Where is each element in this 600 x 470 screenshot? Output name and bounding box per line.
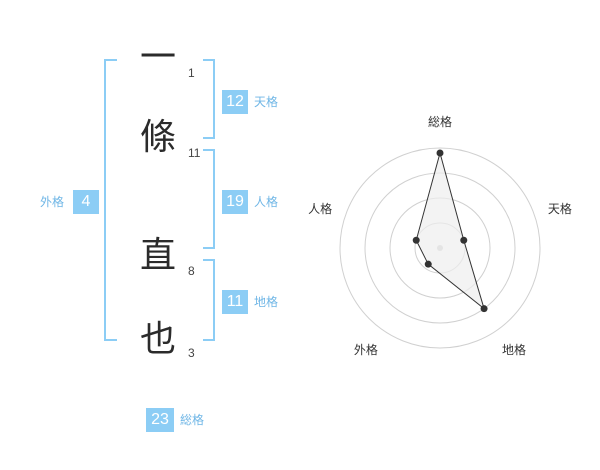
radar-ring [339, 147, 541, 349]
radar-axis-label: 人格 [308, 201, 332, 216]
soukaku-value: 23 [146, 408, 174, 432]
jinkaku-bracket [203, 149, 215, 249]
soukaku-label: 総格 [180, 413, 205, 427]
chikaku-label: 地格 [254, 295, 279, 309]
name-char-2: 條 [139, 117, 176, 158]
radar-axis-label: 総格 [428, 114, 452, 129]
stroke-count-2: 11 [188, 146, 201, 160]
radar-point-2 [460, 236, 468, 244]
stroke-count-1: 1 [188, 66, 195, 80]
radar-point-5 [412, 236, 420, 244]
radar-axis-label: 外格 [354, 342, 378, 357]
radar-point-4 [424, 260, 432, 268]
chikaku-value: 11 [222, 290, 248, 314]
name-char-1: 一 [139, 37, 176, 78]
tenkaku-value: 12 [222, 90, 248, 114]
name-char-4: 也 [139, 319, 176, 360]
radar-polygon [415, 151, 486, 311]
gaikaku-value: 4 [73, 190, 99, 214]
jinkaku-value: 19 [222, 190, 248, 214]
name-char-3: 直 [139, 235, 176, 276]
jinkaku-label: 人格 [254, 195, 279, 209]
radar-axis-label: 地格 [502, 342, 526, 357]
chikaku-bracket [203, 259, 215, 341]
radar-axis-label: 天格 [548, 201, 572, 216]
stroke-count-4: 3 [188, 346, 195, 360]
radar-point-1 [436, 149, 444, 157]
tenkaku-label: 天格 [254, 95, 279, 109]
radar-point-3 [480, 305, 488, 313]
gaikaku-label: 外格 [40, 195, 65, 209]
tenkaku-bracket [203, 59, 215, 139]
gaikaku-bracket [104, 59, 117, 341]
stroke-count-3: 8 [188, 264, 195, 278]
